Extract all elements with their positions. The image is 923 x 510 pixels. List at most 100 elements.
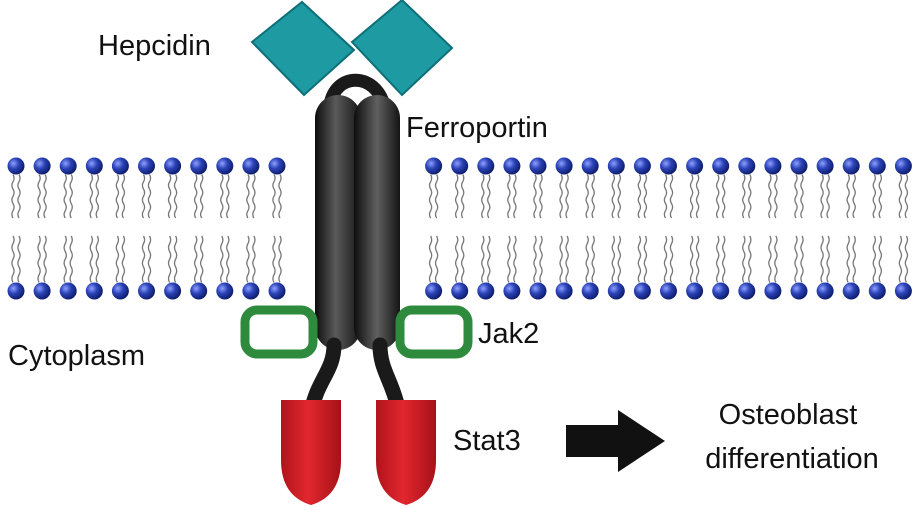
hepcidin-molecule — [250, 0, 454, 97]
lipid-head-icon — [425, 282, 443, 300]
lipid-head-icon — [790, 157, 808, 175]
lipid-tail-icon — [121, 235, 126, 283]
lipid-head-icon — [633, 282, 651, 300]
stat3-right-icon — [376, 400, 436, 505]
lipid-tail-icon — [846, 235, 850, 283]
hepcidin-left-lobe-icon — [250, 0, 356, 97]
lipid-head-icon — [764, 282, 782, 300]
ferroportin-left-helix-icon — [315, 95, 361, 350]
lipid-head-icon — [894, 157, 912, 175]
lipid-head-icon — [607, 282, 625, 300]
lipid-tail-icon — [63, 174, 67, 219]
ferroportin-right-helix-icon — [354, 95, 400, 350]
lipid-head-icon — [33, 282, 51, 300]
stat3-left-icon — [281, 400, 341, 505]
lipid-tail-icon — [591, 235, 595, 283]
lipid-tail-icon — [460, 174, 465, 219]
lipid-tail-icon — [95, 174, 100, 219]
lipid-head-icon — [451, 282, 469, 300]
lipid-head-icon — [111, 157, 129, 175]
lipid-tail-icon — [193, 174, 198, 219]
lipid-tail-icon — [663, 174, 668, 219]
lipid-tail-icon — [533, 235, 537, 283]
lipid-head-icon — [164, 282, 182, 300]
lipid-head-icon — [555, 282, 573, 300]
lipid-head-icon — [59, 157, 77, 175]
lipid-tail-icon — [872, 235, 877, 283]
lipid-head-icon — [85, 157, 103, 175]
lipid-tail-icon — [878, 235, 883, 283]
lipid-tail-icon — [852, 235, 856, 283]
ferroportin-right-tail-icon — [372, 337, 406, 416]
lipid-tail-icon — [820, 235, 824, 283]
lipid-tail-icon — [428, 174, 433, 219]
lipid-heads-inner — [7, 282, 912, 300]
lipid-tail-icon — [89, 174, 94, 219]
lipid-tail-icon — [37, 235, 41, 283]
lipid-head-icon — [242, 282, 260, 300]
lipid-tail-icon — [69, 174, 73, 219]
stat3-label: Stat3 — [453, 425, 521, 457]
lipid-tail-icon — [695, 235, 700, 283]
lipid-tail-icon — [565, 174, 569, 219]
lipid-head-icon — [268, 282, 286, 300]
lipid-head-icon — [190, 157, 208, 175]
lipid-head-icon — [764, 157, 782, 175]
lipid-tail-icon — [559, 174, 563, 219]
lipid-tail-icon — [199, 235, 204, 283]
outcome-label-line2: differentiation — [705, 443, 879, 475]
lipid-tail-icon — [507, 235, 511, 283]
lipid-tail-icon — [904, 235, 909, 283]
lipid-tail-icon — [611, 174, 616, 219]
lipid-tail-icon — [794, 174, 798, 219]
lipid-head-icon — [503, 157, 521, 175]
lipid-head-icon — [477, 282, 495, 300]
lipid-tail-icon — [852, 174, 856, 219]
lipid-tail-icon — [226, 174, 230, 219]
lipid-tail-icon — [611, 235, 616, 283]
lipid-head-icon — [7, 157, 25, 175]
lipid-head-icon — [555, 157, 573, 175]
lipid-tails-inner — [11, 235, 909, 283]
lipid-head-icon — [529, 157, 547, 175]
lipid-tail-icon — [715, 174, 720, 219]
lipid-tail-icon — [800, 174, 804, 219]
lipid-tail-icon — [774, 235, 778, 283]
lipid-tail-icon — [226, 235, 230, 283]
lipid-tail-icon — [69, 235, 73, 283]
lipid-tail-icon — [637, 174, 642, 219]
lipid-tail-icon — [43, 235, 47, 283]
lipid-tail-icon — [585, 235, 589, 283]
lipid-head-icon — [894, 282, 912, 300]
lipid-tail-icon — [878, 174, 883, 219]
lipid-tail-icon — [278, 235, 282, 283]
lipid-tail-icon — [539, 235, 543, 283]
lipid-head-icon — [712, 157, 730, 175]
lipid-head-icon — [216, 157, 234, 175]
lipid-heads-outer — [7, 157, 912, 175]
lipid-tail-icon — [428, 235, 433, 283]
lipid-tail-icon — [748, 235, 752, 283]
jak2-left-icon — [240, 305, 318, 359]
lipid-tail-icon — [689, 174, 694, 219]
lipid-head-icon — [503, 282, 521, 300]
lipid-tail-icon — [167, 235, 172, 283]
lipid-head-icon — [790, 282, 808, 300]
lipid-tail-icon — [820, 174, 824, 219]
lipid-head-icon — [529, 282, 547, 300]
lipid-tail-icon — [115, 174, 120, 219]
lipid-tail-icon — [193, 235, 198, 283]
lipid-head-icon — [633, 157, 651, 175]
lipid-head-icon — [842, 157, 860, 175]
lipid-tail-icon — [173, 235, 178, 283]
lipid-tail-icon — [591, 174, 595, 219]
lipid-head-icon — [738, 157, 756, 175]
lipid-tail-icon — [95, 235, 100, 283]
lipid-tail-icon — [507, 174, 511, 219]
cell-membrane — [7, 157, 912, 300]
lipid-head-icon — [216, 282, 234, 300]
lipid-tail-icon — [637, 235, 642, 283]
lipid-tail-icon — [715, 235, 720, 283]
lipid-head-icon — [607, 157, 625, 175]
